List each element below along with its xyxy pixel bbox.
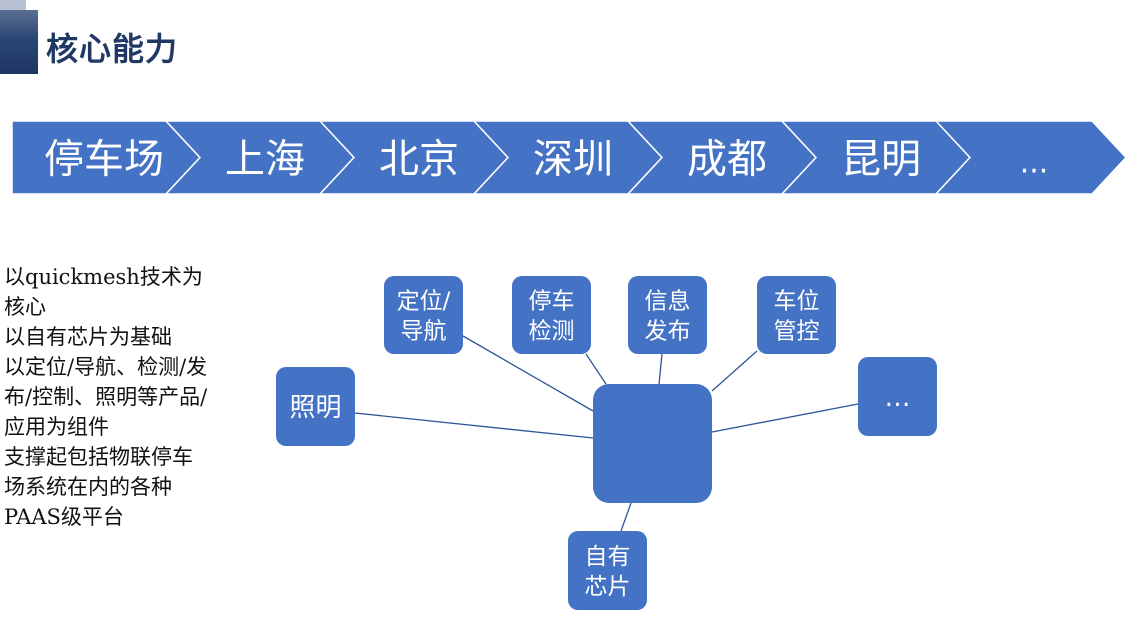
hub-node [593, 384, 712, 503]
diagram-node-more: … [858, 357, 937, 436]
diagram-node-label: 导航 [401, 318, 447, 344]
diagram-node-label: 定位/ [397, 288, 451, 314]
diagram-node-label: 管控 [774, 318, 820, 344]
process-step-label: 上海 [225, 137, 305, 183]
description-line-3: 以定位/导航、检测/发布/控制、照明等产品/应用为组件 [4, 355, 208, 439]
diagram-node-box [384, 276, 463, 354]
connector-line-positioning-navigation [462, 335, 594, 412]
diagram-node-positioning-navigation: 定位/导航 [384, 276, 463, 354]
process-step-chevron [934, 120, 1128, 195]
connector-line-parking-control [711, 350, 758, 392]
diagram-node-label: 照明 [289, 393, 341, 423]
connector-line-more [711, 403, 859, 433]
description-text: 以quickmesh技术为核心 以自有芯片为基础 以定位/导航、检测/发布/控制… [4, 262, 209, 532]
connector-lines [354, 335, 859, 532]
diagram-node-lighting: 照明 [276, 367, 355, 446]
diagram-node-label: … [885, 383, 911, 413]
connector-line-own-chip [620, 502, 632, 532]
diagram-node-label: 芯片 [585, 574, 631, 600]
diagram-node-label: 发布 [645, 318, 691, 344]
connector-line-lighting [354, 412, 594, 439]
connector-line-info-publishing [658, 353, 663, 385]
description-line-4: 支撑起包括物联停车场系统在内的各种PAAS级平台 [4, 445, 193, 529]
diagram-node-box [858, 357, 937, 436]
diagram-node-label: 车位 [774, 288, 820, 314]
process-step-label: 成都 [687, 137, 767, 183]
description-line-1: 以quickmesh技术为核心 [4, 265, 203, 319]
description-line-2: 以自有芯片为基础 [4, 325, 172, 349]
diagram-node-label: 信息 [645, 288, 691, 314]
title-accent-bar [0, 10, 38, 74]
diagram-node-box [276, 367, 355, 446]
process-step-label: 停车场 [44, 137, 164, 183]
connector-line-parking-detection [585, 353, 607, 385]
process-step-label: 北京 [379, 137, 459, 183]
diagram-node-box [512, 276, 591, 354]
diagram-node-label: 停车 [529, 288, 575, 314]
process-step-label: 深圳 [533, 137, 613, 183]
diagram-node-box [568, 531, 647, 610]
process-step-label: 昆明 [841, 137, 921, 183]
page-title: 核心能力 [46, 30, 179, 68]
diagram-node-box [757, 276, 836, 354]
diagram-node-box [628, 276, 707, 354]
diagram-node-label: 检测 [529, 318, 575, 344]
diagram-node-label: 自有 [585, 544, 631, 570]
diagram-node-own-chip: 自有芯片 [568, 531, 647, 610]
process-step-label: ... [1020, 146, 1049, 181]
